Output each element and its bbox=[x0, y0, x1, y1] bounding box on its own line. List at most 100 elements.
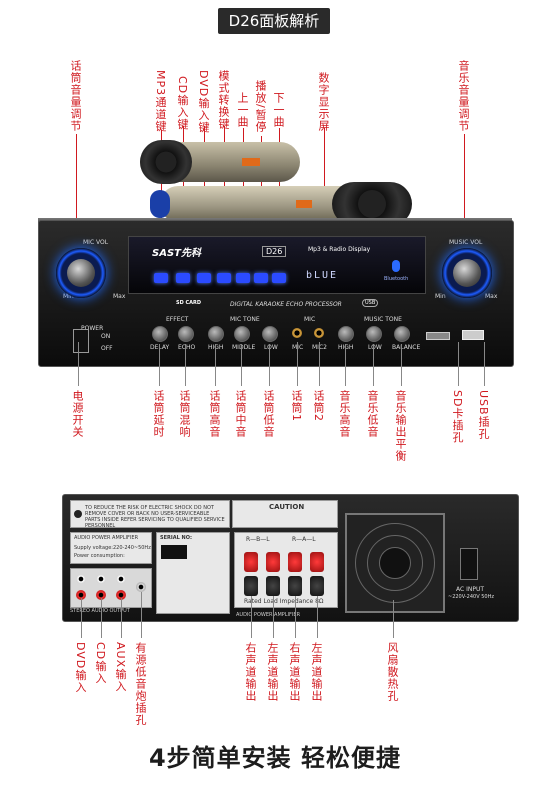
speaker-terminal-a-right-neg[interactable] bbox=[288, 576, 302, 596]
bluetooth-icon bbox=[392, 260, 400, 272]
callout-line bbox=[121, 598, 122, 638]
music-vol-label: MUSIC VOL bbox=[449, 239, 483, 246]
group-label-mic: MIC bbox=[304, 316, 316, 323]
power-on-label: ON bbox=[101, 333, 111, 340]
ac-input-socket[interactable] bbox=[460, 548, 478, 580]
cd-input-jack-left[interactable] bbox=[96, 574, 106, 584]
serial-label: SERIAL NO: bbox=[160, 535, 192, 541]
callout-cd-input: CD输入 bbox=[94, 642, 107, 685]
group-label-effect: EFFECT bbox=[166, 316, 189, 323]
sd-card-slot[interactable] bbox=[426, 332, 450, 340]
balance-knob[interactable] bbox=[394, 326, 410, 342]
callout-mic-volume: 话筒音量调节 bbox=[69, 60, 82, 132]
callout-left-out-b: 左声道输出 bbox=[266, 642, 279, 702]
sd-card-label: SD CARD bbox=[176, 300, 202, 306]
mic-head-1 bbox=[140, 140, 192, 184]
bluetooth-label: Bluetooth bbox=[384, 276, 409, 282]
mic2-jack[interactable] bbox=[314, 328, 324, 338]
music-low-knob[interactable] bbox=[366, 326, 382, 342]
group-label-music-tone: MUSIC TONE bbox=[364, 316, 402, 323]
callout-line bbox=[393, 600, 394, 638]
callout-mic-high: 话筒高音 bbox=[208, 390, 221, 438]
callout-line bbox=[401, 344, 402, 386]
subwoofer-jack[interactable] bbox=[136, 582, 146, 592]
fan-vent bbox=[345, 513, 445, 613]
prev-button[interactable] bbox=[236, 273, 250, 283]
caution-title: CAUTION bbox=[269, 503, 305, 511]
mp3-button[interactable] bbox=[154, 273, 168, 283]
callout-line bbox=[215, 344, 216, 386]
callout-line bbox=[319, 342, 320, 386]
stereo-output-label: STEREO AUDIO OUTPUT bbox=[70, 608, 130, 614]
footer-slogan: 4步简单安装 轻松便捷 bbox=[148, 744, 402, 772]
mic-tail-2 bbox=[150, 190, 170, 218]
mic-high-knob[interactable] bbox=[208, 326, 224, 342]
play-pause-button[interactable] bbox=[254, 273, 268, 283]
usb-label: USB bbox=[362, 299, 379, 307]
power-off-label: OFF bbox=[101, 345, 113, 352]
callout-mic-echo: 话筒混响 bbox=[178, 390, 191, 438]
callout-balance: 音乐输出平衡 bbox=[394, 390, 407, 462]
music-volume-knob-face bbox=[453, 259, 481, 287]
speaker-terminal-b-left-neg[interactable] bbox=[266, 576, 280, 596]
callout-cd-key: CD输入键 bbox=[176, 76, 189, 131]
barcode-icon bbox=[161, 545, 187, 559]
callout-line bbox=[373, 344, 374, 386]
delay-knob[interactable] bbox=[152, 326, 168, 342]
knob-label-middle: MIDDLE bbox=[232, 344, 256, 351]
amp-title: AUDIO POWER AMPLIFIER bbox=[74, 535, 139, 541]
dvd-input-jack-left[interactable] bbox=[76, 574, 86, 584]
callout-aux-input: AUX输入 bbox=[114, 642, 127, 693]
callout-line bbox=[295, 596, 296, 638]
supply-voltage: Supply voltage:220-240~50Hz bbox=[74, 545, 151, 551]
callout-mic-delay: 话筒延时 bbox=[152, 390, 165, 438]
callout-right-out-a: 右声道输出 bbox=[288, 642, 301, 702]
warning-text: TO REDUCE THE RISK OF ELECTRIC SHOCK DO … bbox=[85, 505, 225, 529]
callout-mic-low: 话筒低音 bbox=[262, 390, 275, 438]
fan-grill-ring bbox=[367, 535, 423, 591]
page-title: D26面板解析 bbox=[218, 8, 330, 34]
dvd-button[interactable] bbox=[197, 273, 211, 283]
mic1-jack[interactable] bbox=[292, 328, 302, 338]
callout-mp3-key: MP3通道键 bbox=[154, 70, 167, 133]
mic-max-label: Max bbox=[113, 293, 126, 300]
usb-port[interactable] bbox=[462, 330, 484, 340]
brand-logo: SAST先科 bbox=[152, 248, 201, 259]
callout-display: 数字显示屏 bbox=[317, 72, 330, 132]
callout-line bbox=[159, 344, 160, 386]
callout-mic1: 话筒1 bbox=[290, 390, 303, 422]
caution-plate: CAUTION bbox=[232, 500, 338, 528]
speaker-terminal-b-right[interactable] bbox=[244, 552, 258, 572]
power-switch[interactable] bbox=[73, 329, 89, 353]
callout-mode-key: 模式转换键 bbox=[217, 70, 230, 130]
callout-right-out-b: 右声道输出 bbox=[244, 642, 257, 702]
display-heading: Mp3 & Radio Display bbox=[308, 246, 371, 253]
next-button[interactable] bbox=[272, 273, 286, 283]
echo-knob[interactable] bbox=[178, 326, 194, 342]
aux-input-jack-left[interactable] bbox=[116, 574, 126, 584]
speaker-terminal-a-left-neg[interactable] bbox=[310, 576, 324, 596]
mode-button[interactable] bbox=[217, 273, 231, 283]
mic-led-2 bbox=[296, 200, 312, 208]
callout-prev: 上一曲 bbox=[236, 92, 249, 128]
speaker-terminal-a-left[interactable] bbox=[310, 552, 324, 572]
cd-button[interactable] bbox=[176, 273, 190, 283]
cd-input-jack-right[interactable] bbox=[96, 590, 106, 600]
mic-middle-knob[interactable] bbox=[234, 326, 250, 342]
fan-hub bbox=[379, 547, 411, 579]
music-high-knob[interactable] bbox=[338, 326, 354, 342]
knob-label-balance: BALANCE bbox=[392, 344, 421, 351]
group-label-mic-tone: MIC TONE bbox=[230, 316, 260, 323]
power-consumption: Power consumption: bbox=[74, 553, 125, 559]
dvd-input-jack-right[interactable] bbox=[76, 590, 86, 600]
power-label: POWER bbox=[81, 325, 104, 332]
callout-line bbox=[101, 598, 102, 638]
speaker-terminal-a-right[interactable] bbox=[288, 552, 302, 572]
speaker-label-b: R—B—L bbox=[246, 536, 270, 543]
speaker-terminal-b-left[interactable] bbox=[266, 552, 280, 572]
impedance-label: Rated Load Impedance 8Ω bbox=[244, 598, 324, 605]
mic-low-knob[interactable] bbox=[262, 326, 278, 342]
aux-input-jack-right[interactable] bbox=[116, 590, 126, 600]
display-area bbox=[128, 236, 426, 294]
speaker-terminal-b-right-neg[interactable] bbox=[244, 576, 258, 596]
